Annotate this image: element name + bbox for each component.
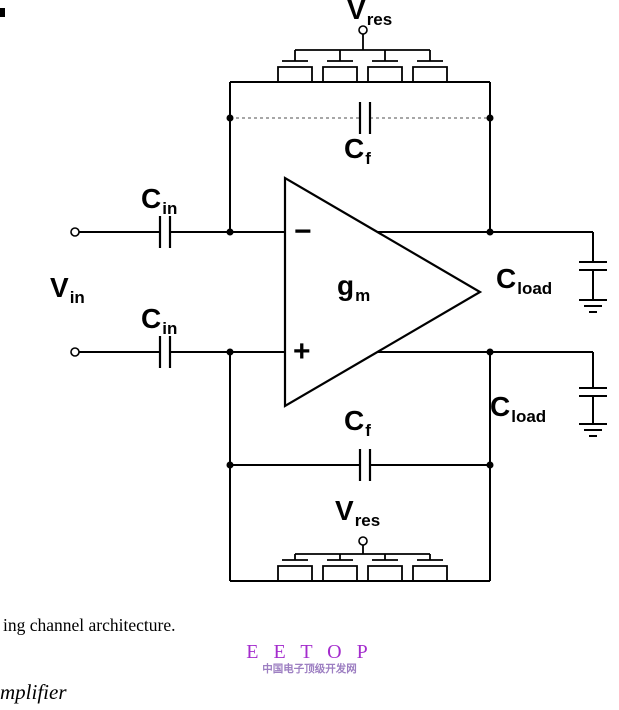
eetop-logo-subtitle: 中国电子顶级开发网 [262, 663, 357, 675]
label-sub: f [365, 421, 371, 440]
mosfet-array-bottom [277, 554, 448, 581]
label-main: C [490, 391, 511, 422]
label-vin: Vin [50, 272, 85, 307]
label-cin-bottom: Cin [141, 303, 178, 338]
cin-capacitors [158, 216, 172, 368]
label-sub: m [355, 286, 371, 305]
circuit-diagram [70, 25, 607, 582]
cload-bottom-capacitor-ground [579, 352, 607, 437]
label-main: V [335, 495, 354, 526]
label-main: V [50, 272, 69, 303]
label-vres-bottom: Vres [335, 495, 381, 530]
label-vres-top: Vres [347, 0, 392, 28]
label-gm: gm [337, 270, 371, 305]
cf-top-capacitor [358, 102, 372, 134]
label-sub: load [517, 279, 553, 298]
eetop-logo-text: E E T O P [246, 641, 373, 663]
opamp-minus-input: − [294, 215, 312, 248]
label-sub: in [69, 288, 85, 307]
label-main: C [141, 303, 162, 334]
clipped-glyph [0, 8, 5, 17]
label-main: C [496, 263, 517, 294]
opamp-triangle [283, 176, 483, 408]
label-sub: in [162, 199, 178, 218]
cf-bottom-capacitor [358, 449, 372, 481]
label-sub: res [354, 511, 381, 530]
eetop-watermark: E E T O P 中国电子顶级开发网 [0, 641, 619, 676]
junction-dots [226, 114, 494, 469]
label-cf-bottom: Cf [344, 405, 371, 440]
label-main: C [344, 133, 365, 164]
section-heading-fragment: mplifier [0, 680, 67, 704]
label-cload-bottom: Cload [490, 391, 547, 426]
label-cin-top: Cin [141, 183, 178, 218]
opamp-plus-input: + [293, 335, 311, 368]
mosfet-array-top [277, 50, 448, 82]
label-cload-top: Cload [496, 263, 553, 298]
label-sub: in [162, 319, 178, 338]
label-main: C [141, 183, 162, 214]
vres-terminal-bottom [358, 536, 368, 546]
gate-bus-top [295, 34, 430, 51]
label-main: C [344, 405, 365, 436]
reset-switch-array-bottom [277, 536, 448, 581]
reset-switch-array-top [277, 25, 448, 82]
label-cf-top: Cf [344, 133, 371, 168]
input-terminal-bottom [70, 347, 80, 357]
label-sub: f [365, 149, 371, 168]
label-main: V [347, 0, 366, 25]
label-sub: res [366, 10, 393, 29]
figure-caption: ing channel architecture. [3, 615, 176, 635]
input-terminal-top [70, 227, 80, 237]
gate-bus-bottom [295, 545, 430, 555]
label-sub: load [511, 407, 547, 426]
cload-top-capacitor-ground [579, 232, 607, 313]
input-wires [79, 231, 285, 353]
label-main: g [337, 270, 355, 301]
output-wires [377, 231, 593, 353]
